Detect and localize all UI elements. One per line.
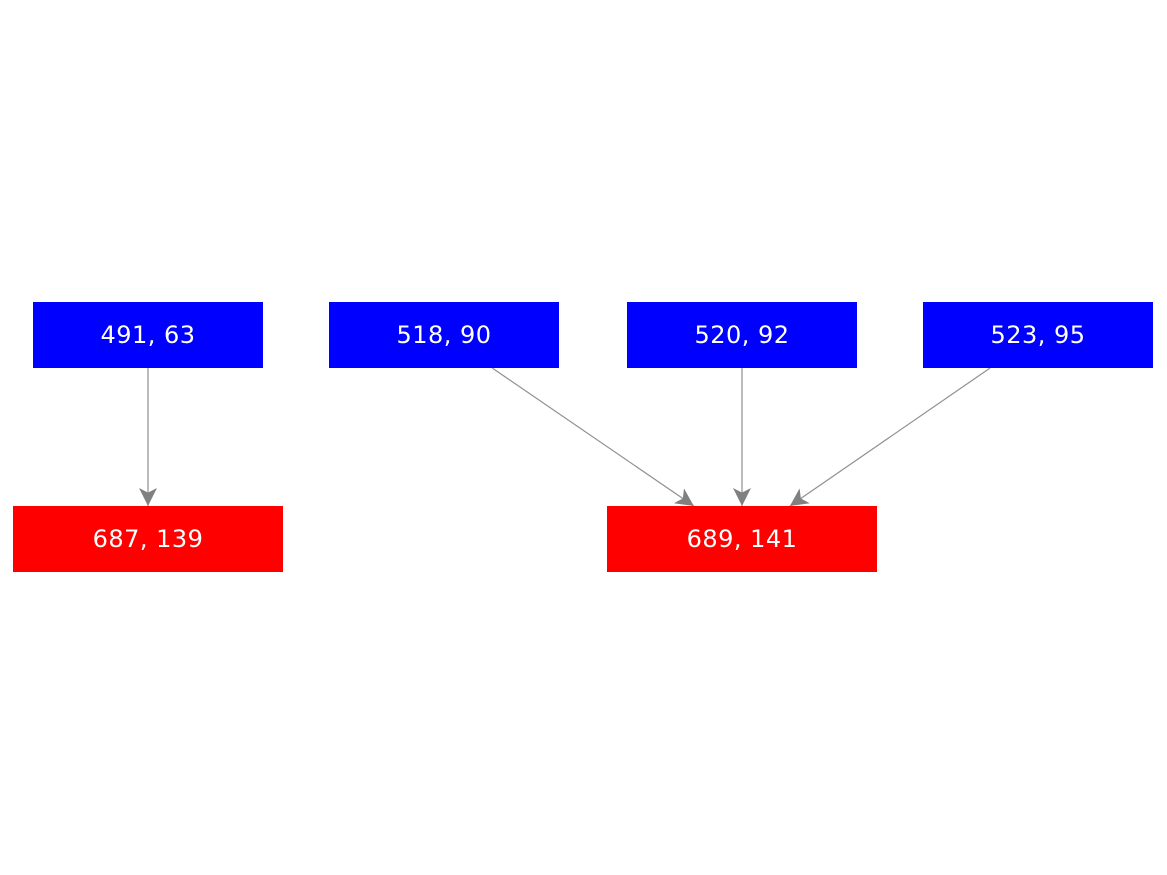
graph-node-source: 523, 95 — [923, 302, 1153, 368]
node-label: 687, 139 — [92, 525, 204, 553]
graph-node-source: 520, 92 — [627, 302, 857, 368]
node-label: 523, 95 — [990, 321, 1086, 349]
node-label: 518, 90 — [396, 321, 492, 349]
graph-node-target: 689, 141 — [607, 506, 877, 572]
graph-node-target: 687, 139 — [13, 506, 283, 572]
node-label: 491, 63 — [100, 321, 196, 349]
node-label: 689, 141 — [686, 525, 798, 553]
node-label: 520, 92 — [694, 321, 790, 349]
graph-node-source: 518, 90 — [329, 302, 559, 368]
graph-node-source: 491, 63 — [33, 302, 263, 368]
